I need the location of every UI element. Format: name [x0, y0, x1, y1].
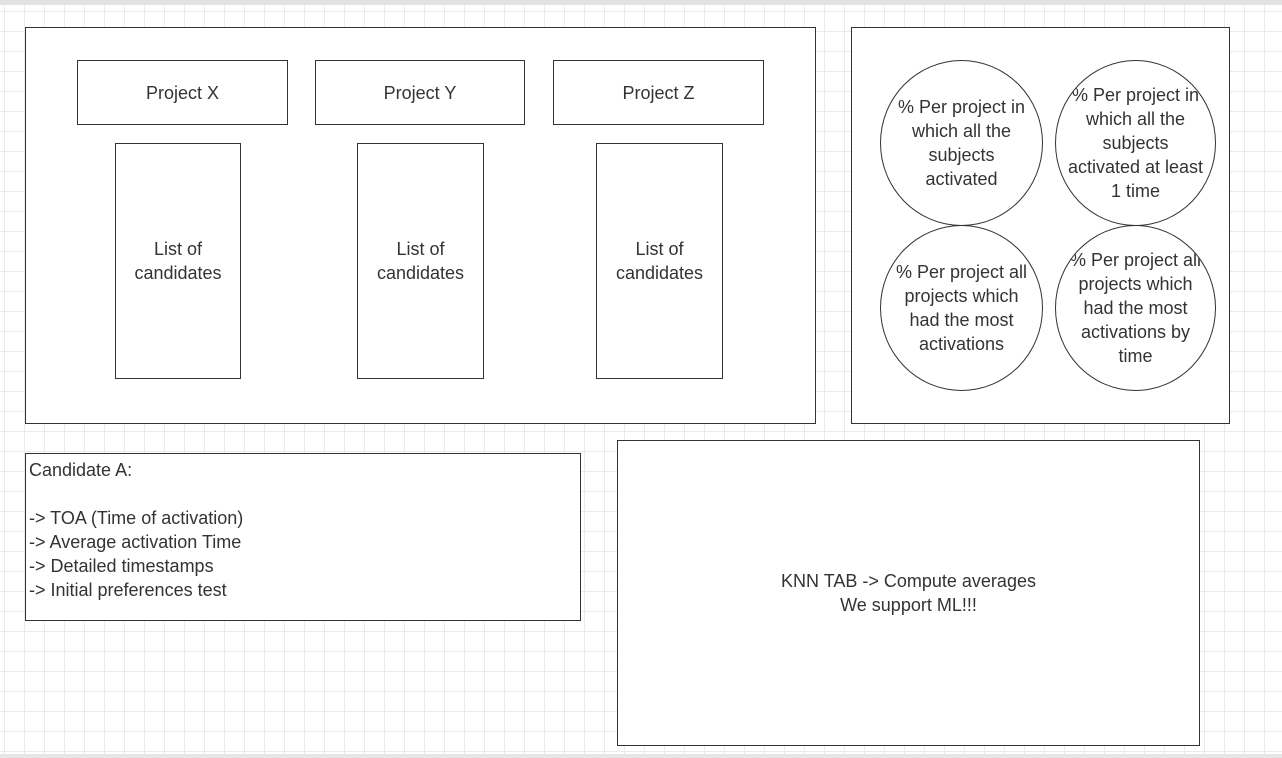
project-z-header-label: Project Z	[622, 82, 695, 103]
metric-most-activations-circle[interactable]: % Per project all projects which had the…	[880, 225, 1043, 391]
knn-tab-line-1: KNN TAB -> Compute averages	[781, 571, 1036, 591]
metric-activated-at-least-once-circle[interactable]: % Per project in which all the subjects …	[1055, 60, 1216, 226]
metric-most-activations-label: % Per project all projects which had the…	[895, 262, 1028, 354]
metric-most-activations-by-time-label: % Per project all projects which had the…	[1069, 250, 1202, 366]
project-x-header-label: Project X	[145, 82, 220, 103]
candidate-detail-toa: -> TOA (Time of activation)	[29, 508, 244, 528]
project-y-header-label: Project Y	[383, 82, 457, 103]
candidate-detail-timestamps: -> Detailed timestamps	[29, 556, 214, 576]
metric-all-subjects-activated-circle[interactable]: % Per project in which all the subjects …	[880, 60, 1043, 226]
knn-tab-line-2: We support ML!!!	[840, 595, 977, 615]
metric-most-activations-by-time-circle[interactable]: % Per project all projects which had the…	[1055, 225, 1216, 391]
project-z-header[interactable]: Project Z	[553, 60, 764, 125]
metric-all-subjects-activated-label: % Per project in which all the subjects …	[897, 97, 1026, 189]
canvas-bottom-border	[0, 754, 1282, 758]
metric-activated-at-least-once-label: % Per project in which all the subjects …	[1067, 85, 1204, 201]
candidate-detail-average-activation: -> Average activation Time	[29, 532, 242, 552]
candidate-title: Candidate A:	[29, 460, 133, 480]
project-y-header[interactable]: Project Y	[315, 60, 525, 125]
project-x-candidate-list-label: List of candidates	[134, 239, 222, 283]
knn-tab-box[interactable]: KNN TAB -> Compute averages We support M…	[617, 440, 1200, 746]
project-x-header[interactable]: Project X	[77, 60, 288, 125]
candidate-details-box[interactable]: Candidate A: -> TOA (Time of activation)…	[25, 453, 581, 621]
project-x-candidate-list[interactable]: List of candidates	[115, 143, 241, 379]
project-z-candidate-list[interactable]: List of candidates	[596, 143, 723, 379]
project-z-candidate-list-label: List of candidates	[615, 239, 704, 283]
project-y-candidate-list[interactable]: List of candidates	[357, 143, 484, 379]
candidate-detail-preferences-test: -> Initial preferences test	[29, 580, 227, 600]
candidate-blank-line	[29, 482, 580, 506]
project-y-candidate-list-label: List of candidates	[376, 239, 465, 283]
